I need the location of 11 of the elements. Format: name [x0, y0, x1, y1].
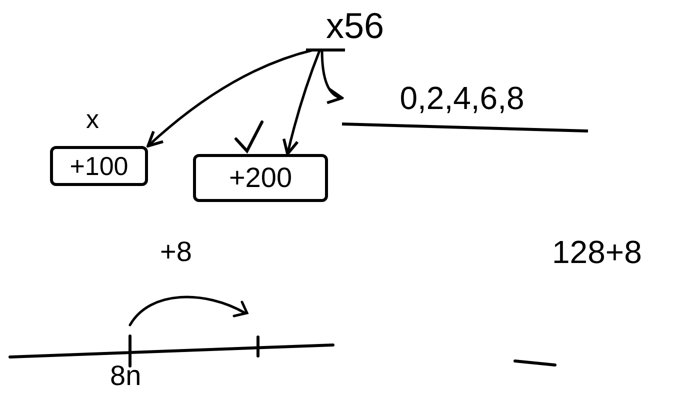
number-text: 0,2,4,6,8	[342, 76, 582, 120]
arrow	[320, 50, 344, 103]
arrow	[282, 50, 321, 156]
handwritten-label: +8	[160, 238, 192, 266]
arrow	[146, 48, 314, 148]
number-box: +100	[50, 146, 148, 186]
handwritten-label: 128+8	[552, 236, 642, 268]
handwritten-label: 8n	[110, 362, 142, 390]
number-box: +200	[193, 154, 328, 202]
handwritten-label: x	[86, 106, 99, 132]
number-text: x56	[300, 2, 410, 50]
